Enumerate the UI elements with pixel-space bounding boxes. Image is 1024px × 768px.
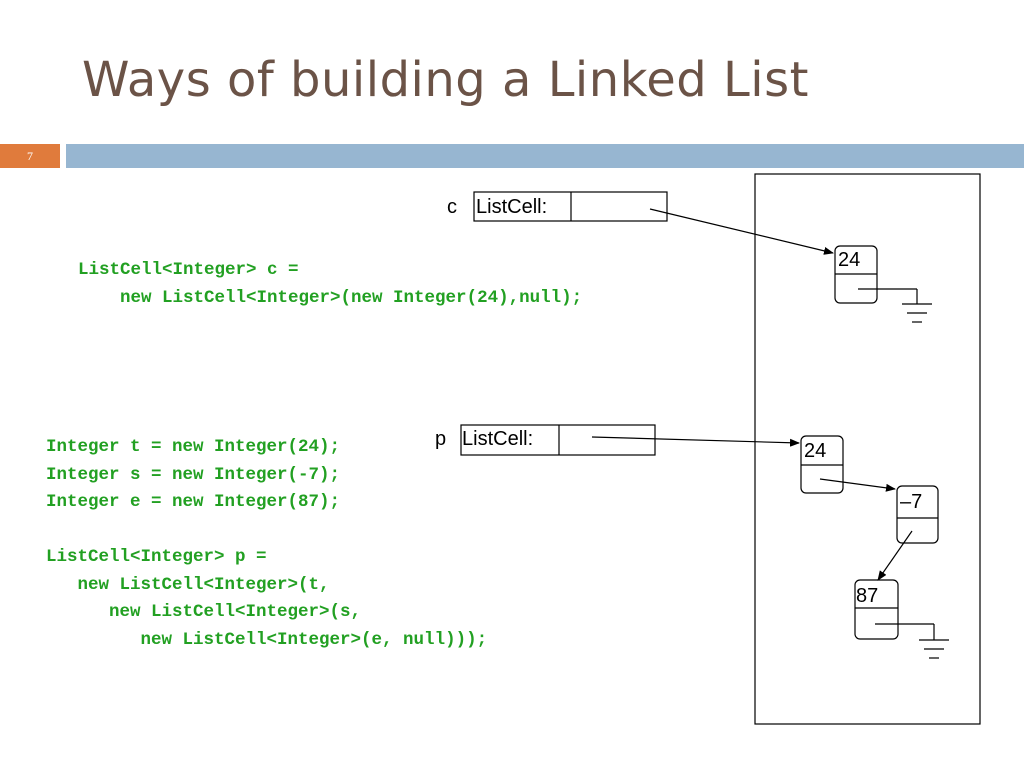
next-pointer-arrow (819, 478, 896, 492)
var-p-box (460, 424, 656, 456)
code-line: ListCell<Integer> p = (46, 547, 267, 567)
code-line: new ListCell<Integer>(new Integer(24),nu… (78, 287, 583, 308)
code-block-p: Integer t = new Integer(24); Integer s =… (46, 434, 487, 654)
list-cell-p-87 (854, 579, 899, 640)
slide-title: Ways of building a Linked List (82, 52, 809, 108)
heap-frame (754, 173, 981, 725)
var-p-name: p (435, 428, 446, 450)
slide-number: 7 (27, 149, 33, 163)
pointer-c-arrow (649, 208, 834, 255)
next-pointer-arrow (877, 530, 913, 581)
code-line: new ListCell<Integer>(s, (46, 602, 362, 622)
code-line: Integer t = new Integer(24); (46, 437, 341, 457)
code-block-c: ListCell<Integer> c = new ListCell<Integ… (78, 257, 582, 312)
null-ground-icon (919, 624, 949, 659)
code-line: new ListCell<Integer>(t, (46, 574, 330, 595)
code-line: ListCell<Integer> c = (78, 260, 299, 280)
code-line: Integer e = new Integer(87); (46, 492, 341, 512)
cell-value: 24 (804, 440, 826, 462)
var-p-type: ListCell: (462, 428, 533, 450)
code-line: new ListCell<Integer>(e, null))); (46, 629, 488, 650)
cell-value: 24 (838, 249, 860, 271)
code-line: Integer s = new Integer(-7); (46, 464, 341, 485)
cell-value: –7 (900, 491, 922, 513)
pointer-p-arrow (591, 436, 800, 447)
cell-value: 87 (856, 585, 878, 607)
null-ground-icon (902, 289, 932, 323)
title-divider-bar (66, 144, 1024, 168)
var-c-type: ListCell: (476, 196, 547, 218)
slide-number-badge (0, 144, 60, 168)
var-c-name: c (447, 196, 457, 218)
list-cell-p-minus7 (896, 485, 939, 544)
